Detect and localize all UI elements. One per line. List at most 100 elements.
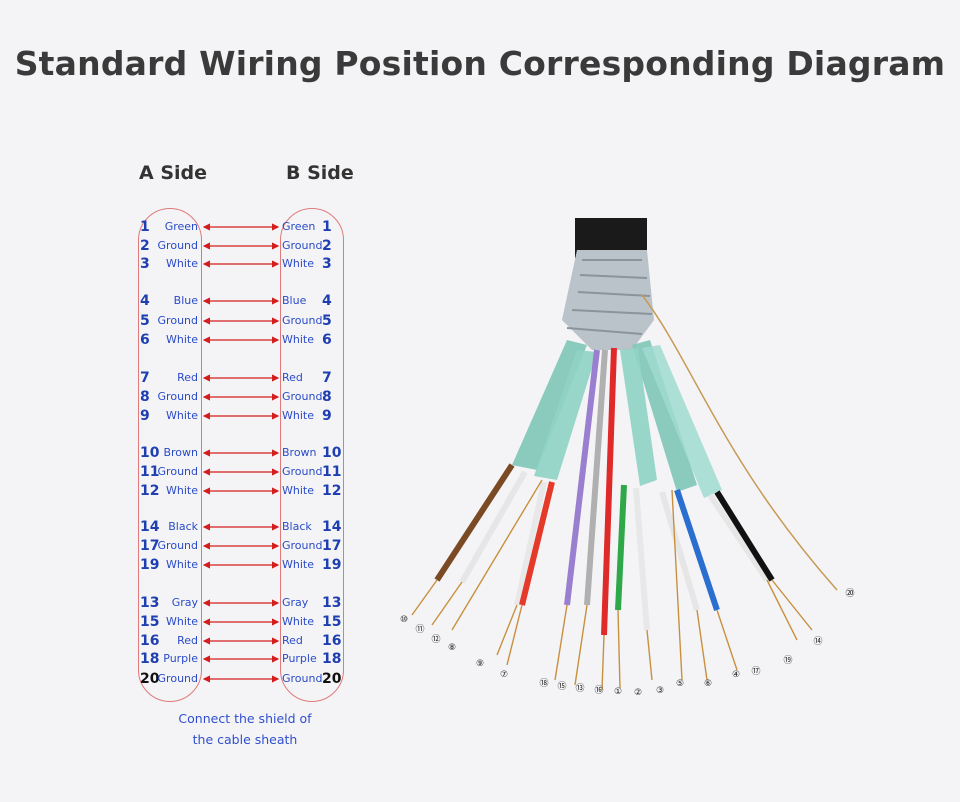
b-side-pin-label: Ground <box>282 314 323 327</box>
b-side-pin-label: Ground <box>282 539 323 552</box>
a-side-heading: A Side <box>139 162 208 184</box>
b-side-pin-label: Black <box>282 520 312 533</box>
b-side-pin-number: 11 <box>322 464 342 480</box>
purple-wire <box>564 349 600 606</box>
copper-ends <box>411 479 813 691</box>
cable-wire-label: ⑤ <box>676 679 684 689</box>
b-side-pin-number: 16 <box>322 633 342 649</box>
b-side-pin-number: 14 <box>322 519 342 535</box>
a-side-pin-number: 1 <box>140 219 150 235</box>
drain-wire <box>641 294 838 591</box>
cable-wire-label: ⑰ <box>751 666 760 677</box>
a-side-pin-number: 2 <box>140 238 150 254</box>
cable-wire-label: ⑳ <box>845 588 854 599</box>
b-side-pin-number: 20 <box>322 671 342 687</box>
brown-wire <box>434 463 515 582</box>
a-side-pin-label: Gray <box>171 596 198 609</box>
a-side-pin-number: 11 <box>140 464 160 480</box>
b-side-pin-label: White <box>282 615 314 628</box>
b-side-pin-number: 4 <box>322 293 332 309</box>
b-side-pin-label: White <box>282 333 314 346</box>
a-side-pin-number: 14 <box>140 519 160 535</box>
b-side-pin-number: 19 <box>322 557 342 573</box>
b-side-pin-number: 15 <box>322 614 342 630</box>
b-side-pin-label: Ground <box>282 239 323 252</box>
white-wire <box>633 487 650 631</box>
foil-shield <box>534 350 597 480</box>
cable-wire-label: ③ <box>656 686 664 696</box>
a-side-pin-label: White <box>166 409 198 422</box>
b-side-pin-number: 6 <box>322 332 332 348</box>
cable-wire-label: ⑪ <box>415 624 424 635</box>
a-side-pin-number: 7 <box>140 370 150 386</box>
gray-wire <box>584 349 608 606</box>
red-wire <box>519 481 555 606</box>
a-side-pin-label: Purple <box>163 652 198 665</box>
a-side-pin-number: 6 <box>140 332 150 348</box>
a-side-pin-number: 20 <box>140 671 160 687</box>
b-side-pin-label: White <box>282 257 314 270</box>
page-title: Standard Wiring Position Corresponding D… <box>14 44 946 83</box>
foil-shield <box>642 345 722 498</box>
b-side-pin-number: 5 <box>322 313 332 329</box>
b-side-pin-label: Green <box>282 220 316 233</box>
a-side-pin-number: 19 <box>140 557 160 573</box>
white-wire <box>514 481 547 606</box>
foil-shield <box>632 340 697 492</box>
b-side-pin-number: 8 <box>322 389 332 405</box>
red-wire <box>601 347 617 636</box>
cable-wire-label: ⑱ <box>539 678 548 689</box>
b-side-pin-label: Ground <box>282 672 323 685</box>
a-side-pin-label: Ground <box>157 390 198 403</box>
b-side-pin-label: Ground <box>282 465 323 478</box>
a-side-pin-label: White <box>166 484 198 497</box>
cable-wire-label: ⑦ <box>500 670 508 680</box>
cable-wire-label: ⑬ <box>575 683 584 694</box>
a-side-pin-label: Blue <box>173 294 198 307</box>
b-side-pin-label: Ground <box>282 390 323 403</box>
cable-wire-label: ⑧ <box>448 643 456 653</box>
b-side-pin-label: Red <box>282 371 303 384</box>
cable-wire-label: ⑯ <box>594 685 603 696</box>
braid-texture <box>566 259 653 335</box>
a-side-pin-label: Ground <box>157 539 198 552</box>
a-side-pin-label: Ground <box>157 314 198 327</box>
a-side-pin-label: White <box>166 615 198 628</box>
white-wire <box>707 493 770 582</box>
cable-wire-label: ② <box>634 688 642 698</box>
a-side-pin-number: 5 <box>140 313 150 329</box>
foil-shield <box>512 340 587 470</box>
b-side-pin-number: 18 <box>322 651 342 667</box>
b-side-pin-label: Red <box>282 634 303 647</box>
b-side-pin-label: Purple <box>282 652 317 665</box>
a-side-pin-number: 15 <box>140 614 160 630</box>
a-side-pin-number: 9 <box>140 408 150 424</box>
cable-wire-label: ⑫ <box>431 634 440 645</box>
b-side-capsule <box>280 208 344 702</box>
b-side-pin-label: White <box>282 409 314 422</box>
a-side-pin-label: Red <box>177 371 198 384</box>
cable-wire-label: ⑥ <box>704 679 712 689</box>
a-side-pin-label: Green <box>164 220 198 233</box>
shield-note: Connect the shield of the cable sheath <box>150 708 340 750</box>
a-side-pin-label: White <box>166 333 198 346</box>
b-side-pin-label: White <box>282 484 314 497</box>
a-side-pin-label: White <box>166 558 198 571</box>
a-side-capsule <box>138 208 202 702</box>
cable-wire-label: ⑨ <box>476 659 484 669</box>
a-side-pin-label: Ground <box>157 239 198 252</box>
cable-wire-label: ⑭ <box>813 636 822 647</box>
b-side-pin-number: 2 <box>322 238 332 254</box>
b-side-pin-label: Brown <box>282 446 317 459</box>
cable-wire-label: ⑲ <box>783 655 792 666</box>
black-wire <box>714 490 775 582</box>
b-side-pin-number: 17 <box>322 538 342 554</box>
b-side-pin-number: 13 <box>322 595 342 611</box>
blue-wire <box>674 489 720 611</box>
white-wire <box>459 470 528 584</box>
a-side-pin-number: 16 <box>140 633 160 649</box>
a-side-pin-number: 17 <box>140 538 160 554</box>
a-side-pin-number: 13 <box>140 595 160 611</box>
